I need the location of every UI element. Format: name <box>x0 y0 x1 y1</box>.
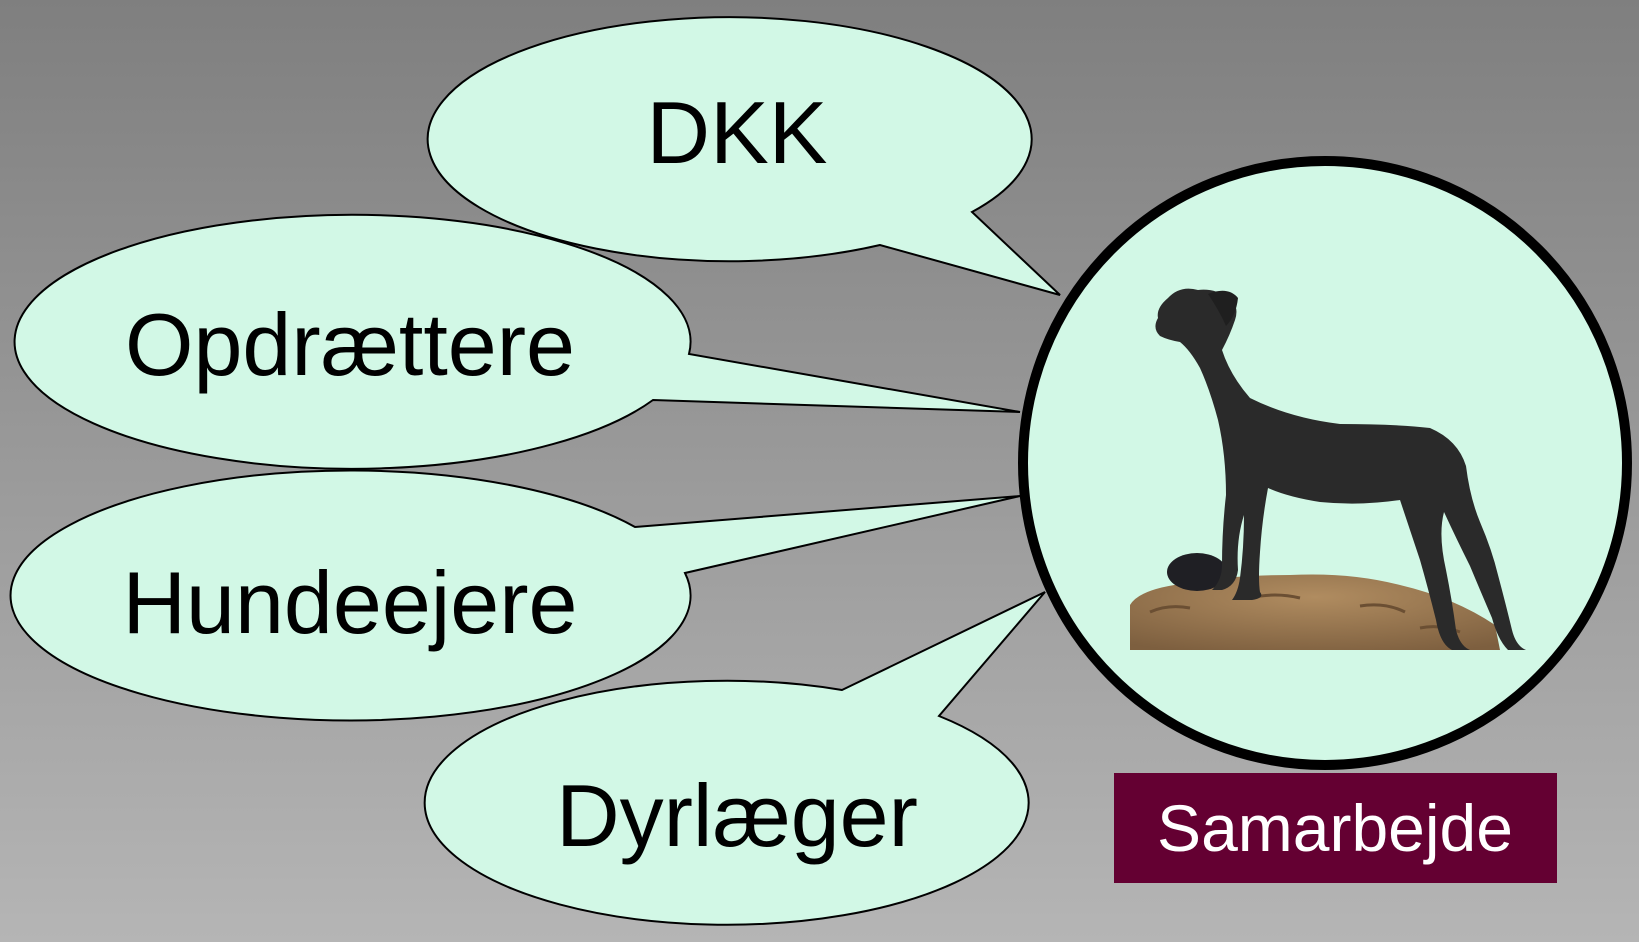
speech-bubble-shape <box>426 16 1061 296</box>
speech-bubble-hundeejere: Hundeejere <box>9 469 1021 722</box>
speech-bubble-opdraettere: Opdrættere <box>13 213 1021 470</box>
speech-bubble-shape <box>423 591 1046 926</box>
dog-statue-icon <box>1130 288 1526 650</box>
speech-bubble-dkk: DKK <box>426 16 1061 296</box>
bubble-label-dyrlaeger: Dyrlæger <box>556 766 918 865</box>
speech-bubble-shape <box>9 469 1021 722</box>
bubble-label-dkk: DKK <box>647 83 828 182</box>
speech-bubble-shape <box>13 213 1021 470</box>
badge-label: Samarbejde <box>1157 791 1513 865</box>
samarbejde-badge: Samarbejde <box>1114 773 1557 883</box>
bubble-label-opdraettere: Opdrættere <box>125 295 575 394</box>
bubble-label-hundeejere: Hundeejere <box>123 553 578 652</box>
badge-background <box>1114 773 1557 883</box>
speech-bubble-dyrlaeger: Dyrlæger <box>423 591 1046 926</box>
